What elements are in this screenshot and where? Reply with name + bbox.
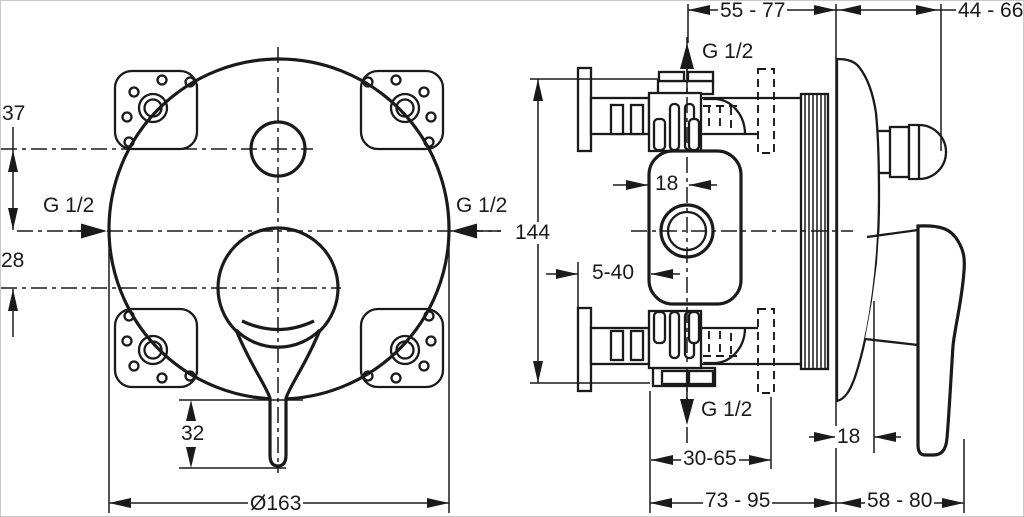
front-view — [107, 57, 451, 468]
dim-144-label: 144 — [513, 221, 553, 244]
handle-side — [864, 224, 966, 457]
g12-bottom-label: G 1/2 — [699, 398, 755, 421]
escutcheon-dome — [835, 57, 881, 403]
dimensions — [8, 4, 965, 513]
diverter-knob-side — [878, 123, 948, 181]
dim-30-65-label: 30-65 — [681, 447, 739, 470]
g12-right-label: G 1/2 — [454, 194, 510, 217]
inlet-flange-bottom — [576, 306, 593, 393]
dim-32-label: 32 — [179, 422, 207, 445]
dim-5-40-label: 5-40 — [590, 261, 637, 284]
dim-55-77-label: 55 - 77 — [718, 0, 788, 22]
diameter-label: Ø163 — [248, 492, 304, 515]
g12-top-label: G 1/2 — [700, 40, 756, 63]
dim-28-label: 28 — [1, 249, 27, 272]
dim-73-95-label: 73 - 95 — [703, 489, 773, 512]
g12-left-label: G 1/2 — [41, 194, 97, 217]
side-view — [576, 57, 966, 457]
dim-44-66-label: 44 - 66 — [956, 0, 1024, 22]
dim-58-80-label: 58 - 80 — [865, 489, 935, 512]
dim-37-label: 37 — [1, 102, 28, 125]
dim-18-wall-label: 18 — [835, 425, 863, 448]
inlet-flange-top — [576, 66, 593, 153]
dim-18-cartridge-label: 18 — [653, 172, 681, 195]
